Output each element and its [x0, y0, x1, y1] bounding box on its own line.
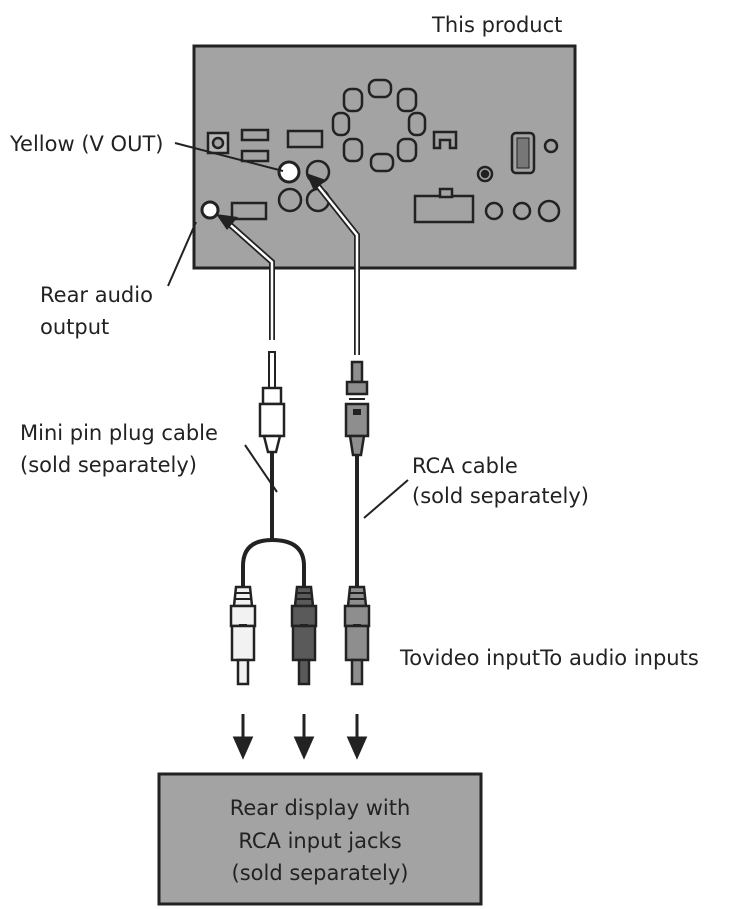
down-arrows: [232, 714, 368, 760]
panel-connectors: [206, 128, 561, 224]
mini-cable-label-line1: Mini pin plug cable: [20, 421, 218, 445]
rca-cable-label-line2: (sold separately): [412, 484, 589, 508]
mini-pin-plug-cable: [241, 351, 306, 587]
rca-cable: [344, 360, 370, 587]
cable-paths: [225, 184, 360, 355]
down-arrow-icon: [232, 736, 254, 760]
down-arrow-icon: [293, 736, 315, 760]
rear-audio-label-line2: output: [40, 315, 109, 339]
cable-arrowheads: [216, 173, 326, 230]
cooling-fan: [331, 78, 427, 173]
rear-display-box: [157, 772, 483, 906]
rca-plug-white: [229, 585, 257, 686]
product-panel: [192, 44, 577, 270]
rear-audio-jack: [200, 200, 220, 220]
product-label: This product: [431, 13, 562, 37]
rca-cable-label-line1: RCA cable: [412, 454, 518, 478]
inputs-label: Tovideo inputTo audio inputs: [399, 646, 699, 670]
video-out-jack: [277, 160, 301, 184]
down-arrow-icon: [346, 736, 368, 760]
rca-plug-dark: [290, 585, 318, 686]
rear-display-label-line3: (sold separately): [232, 861, 409, 885]
rear-display-label-line2: RCA input jacks: [238, 829, 401, 853]
rear-audio-label-line1: Rear audio: [40, 283, 153, 307]
mini-cable-label-line2: (sold separately): [20, 453, 197, 477]
rear-display-label-line1: Rear display with: [230, 796, 411, 820]
video-out-label: Yellow (V OUT): [9, 132, 163, 156]
rca-plug-gray: [343, 585, 371, 686]
